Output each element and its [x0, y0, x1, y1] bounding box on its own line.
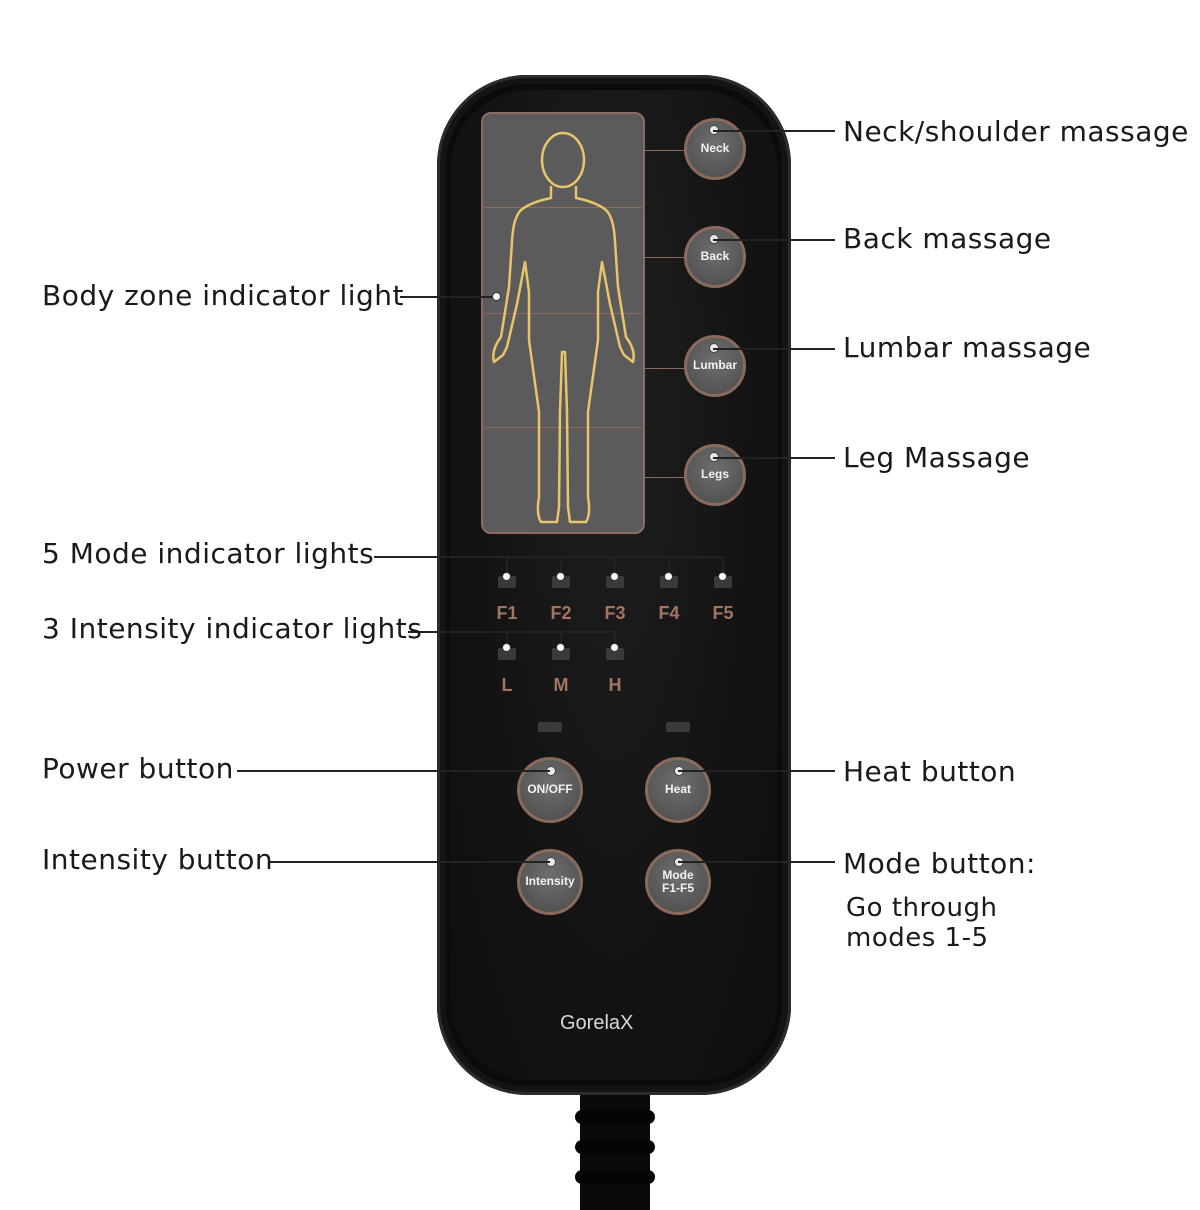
mode-label-f5: F5: [712, 603, 734, 623]
power-status-led: [538, 722, 562, 732]
callout-line: [722, 556, 724, 573]
intensity-label-high: H: [608, 675, 622, 695]
cable-ridge: [575, 1170, 655, 1184]
back-button-label: Back: [700, 249, 730, 264]
mode-button-sublabel: F1-F5: [661, 881, 694, 895]
back-callout: Back massage: [843, 222, 1052, 255]
callout-line: [560, 631, 562, 645]
callout-line: [678, 770, 835, 772]
intensity-label-medium: M: [553, 675, 569, 695]
callout-line: [408, 631, 614, 633]
neck-button-label: Neck: [700, 141, 730, 156]
intensity-label-low: L: [501, 675, 513, 695]
power-button[interactable]: ON/OFF: [517, 757, 583, 823]
lumbar-button-label: Lumbar: [692, 358, 737, 373]
callout-dot: [502, 572, 511, 581]
callout-dot: [556, 572, 565, 581]
callout-line: [560, 556, 562, 573]
callout-line: [614, 631, 616, 645]
intensity-led-high: [606, 648, 624, 660]
mode-label-f2: F2: [550, 603, 572, 623]
mode-lights-callout: 5 Mode indicator lights: [42, 537, 375, 570]
callout-line: [400, 296, 497, 298]
body-zone-panel: [481, 112, 645, 534]
callout-line: [237, 770, 550, 772]
power-callout: Power button: [42, 752, 234, 785]
mode-label-f1: F1: [496, 603, 518, 623]
neck-callout: Neck/shoulder massage: [843, 115, 1189, 148]
body-zone-callout: Body zone indicator light: [42, 279, 404, 312]
intensity-led-medium: [552, 648, 570, 660]
callout-line: [713, 457, 835, 459]
callout-line: [506, 631, 508, 645]
intensity-callout: Intensity button: [42, 843, 274, 876]
cable-ridge: [575, 1110, 655, 1124]
zone-divider: [484, 427, 642, 428]
callout-dot: [492, 292, 501, 301]
callout-dot: [610, 643, 619, 652]
mode-label-f4: F4: [658, 603, 680, 623]
callout-line: [614, 556, 616, 573]
mode-desc-line2: modes 1-5: [846, 923, 989, 953]
legs-callout: Leg Massage: [843, 441, 1031, 474]
legs-button-label: Legs: [700, 467, 729, 482]
intensity-lights-callout: 3 Intensity indicator lights: [42, 612, 423, 645]
callout-line: [270, 861, 550, 863]
callout-line: [506, 556, 508, 573]
zone-divider: [484, 313, 642, 314]
mode-button-label: Mode: [662, 867, 694, 882]
connector-line: [645, 150, 690, 151]
connector-line: [645, 477, 690, 478]
callout-dot: [610, 572, 619, 581]
callout-line: [678, 861, 835, 863]
power-button-label: ON/OFF: [527, 782, 573, 797]
mode-desc-line1: Go through: [846, 893, 998, 923]
mode-callout: Mode button:: [843, 847, 1036, 880]
callout-line: [713, 130, 835, 132]
callout-dot: [664, 572, 673, 581]
connector-line: [645, 257, 690, 258]
callout-line: [374, 556, 723, 558]
connector-line: [645, 368, 690, 369]
cable-ridge: [575, 1140, 655, 1154]
zone-divider: [484, 207, 642, 208]
lumbar-callout: Lumbar massage: [843, 331, 1092, 364]
mode-label-f3: F3: [604, 603, 626, 623]
brand-logo: GorelaX: [560, 1012, 634, 1034]
callout-dot: [502, 643, 511, 652]
intensity-led-low: [498, 648, 516, 660]
intensity-button-label: Intensity: [525, 874, 575, 889]
heat-button-label: Heat: [664, 782, 691, 797]
callout-line: [713, 239, 835, 241]
callout-line: [668, 556, 670, 573]
callout-dot: [718, 572, 727, 581]
callout-line: [713, 348, 835, 350]
body-figure-icon: [492, 131, 635, 524]
callout-dot: [556, 643, 565, 652]
heat-status-led: [666, 722, 690, 732]
heat-callout: Heat button: [843, 755, 1017, 788]
